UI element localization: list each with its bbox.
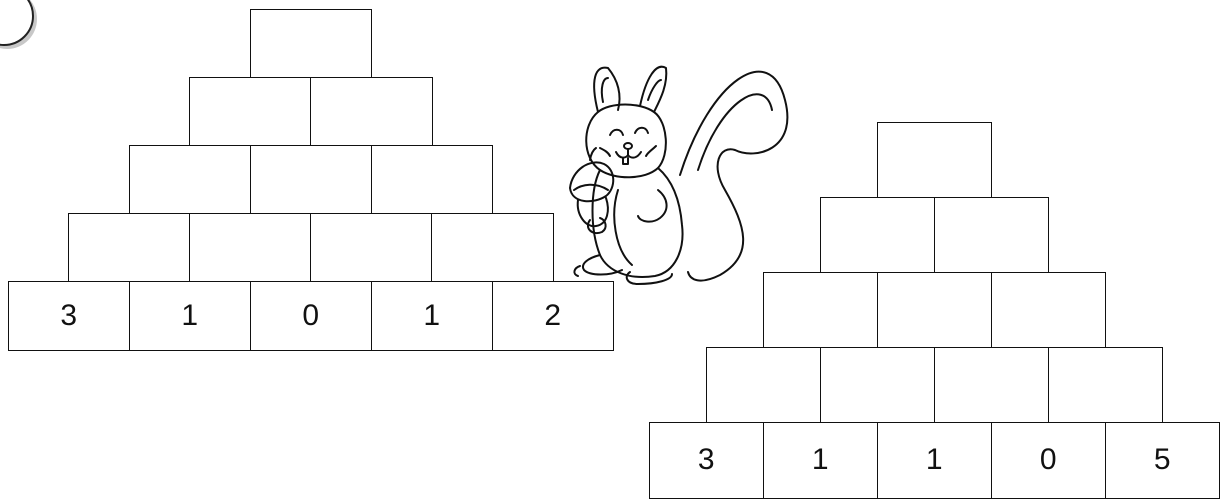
pyramid-brick xyxy=(250,145,373,215)
pyramid-brick xyxy=(820,347,936,424)
squirrel-with-acorn-icon xyxy=(560,40,800,300)
pyramid-brick xyxy=(129,145,252,215)
pyramid-brick xyxy=(877,122,993,199)
pyramid-brick xyxy=(310,213,433,283)
pyramid-brick: 0 xyxy=(991,422,1107,499)
pyramid-brick xyxy=(706,347,822,424)
pyramid-brick xyxy=(934,197,1050,274)
pyramid-brick xyxy=(371,145,494,215)
pyramid-brick xyxy=(189,213,312,283)
pyramid-brick xyxy=(820,197,936,274)
pyramid-brick: 1 xyxy=(371,281,494,351)
pyramid-brick xyxy=(877,272,993,349)
pyramid-brick: 1 xyxy=(129,281,252,351)
pyramid-brick: 1 xyxy=(877,422,993,499)
pyramid-brick xyxy=(1048,347,1164,424)
pyramid-brick xyxy=(250,9,373,79)
pyramid-brick xyxy=(431,213,554,283)
pyramid-brick xyxy=(68,213,191,283)
pyramid-brick: 1 xyxy=(763,422,879,499)
pyramid-brick xyxy=(934,347,1050,424)
pyramid-brick xyxy=(991,272,1107,349)
pyramid-brick: 5 xyxy=(1105,422,1220,499)
pyramid-brick: 0 xyxy=(250,281,373,351)
pyramid-brick xyxy=(310,77,433,147)
pyramid-brick xyxy=(189,77,312,147)
pyramid-brick: 3 xyxy=(649,422,765,499)
pyramid-brick: 3 xyxy=(8,281,131,351)
corner-badge xyxy=(0,0,34,46)
